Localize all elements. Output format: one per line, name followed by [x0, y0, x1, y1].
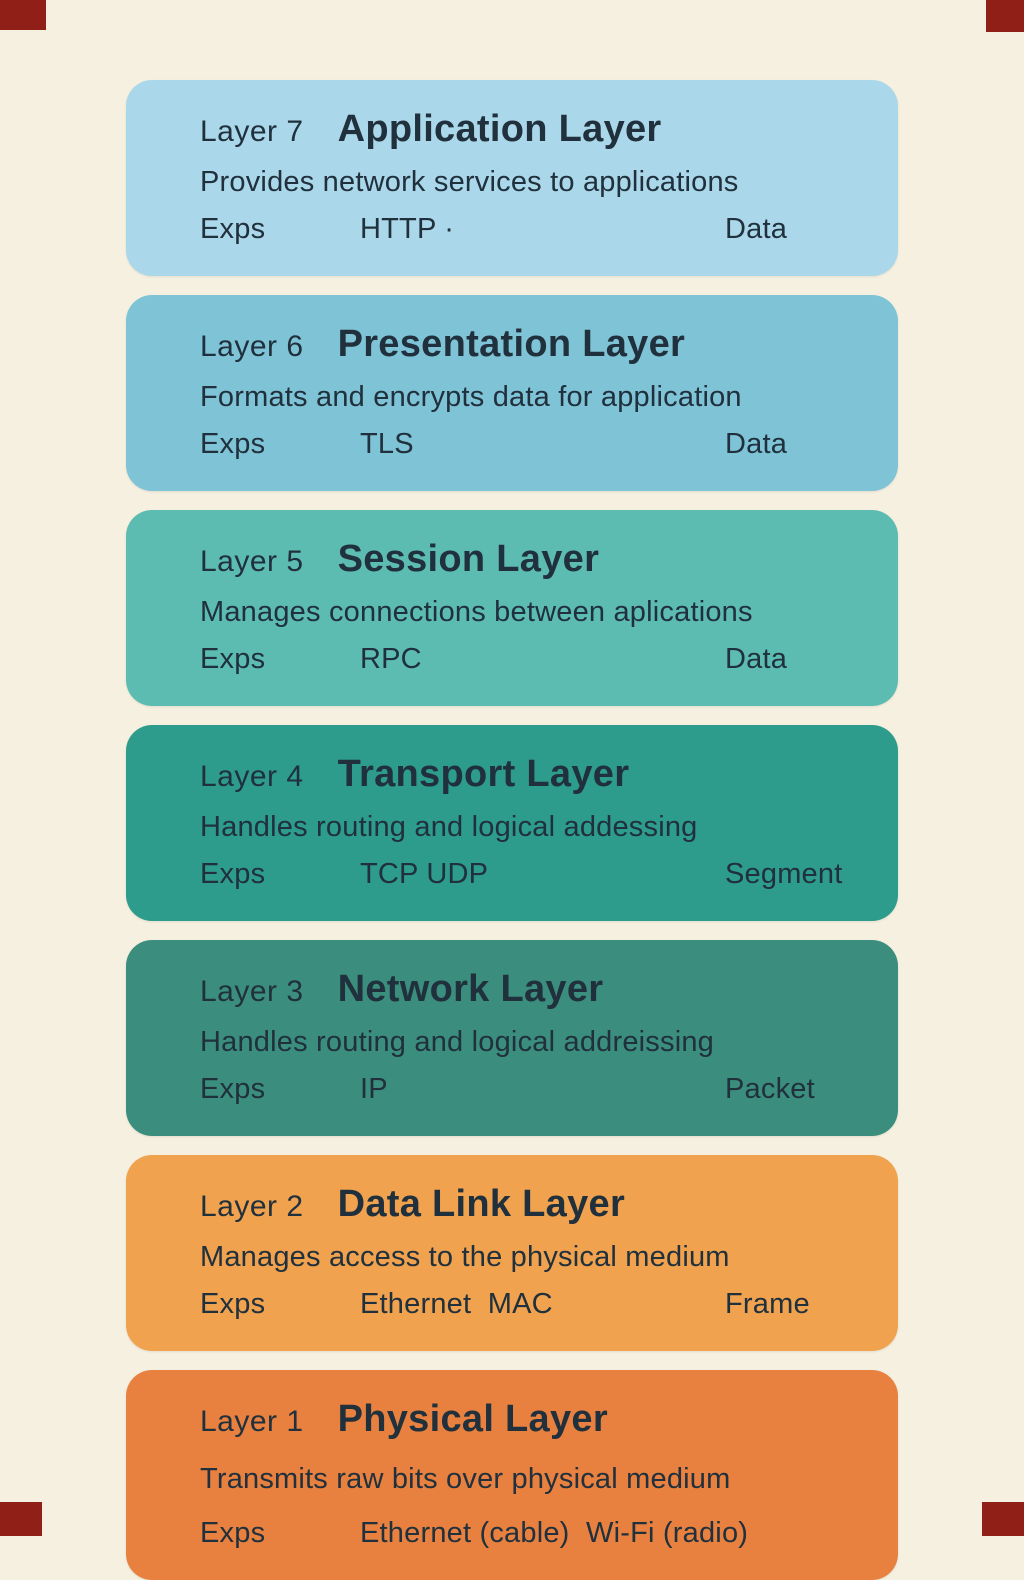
data-unit: Data	[725, 643, 788, 675]
osi-layer-card-1: Layer 1 Physical Layer Transmits raw bit…	[126, 1370, 898, 1580]
data-unit	[725, 1517, 858, 1550]
examples-value: Ethernet MAC	[360, 1288, 553, 1320]
examples-value: TLS	[360, 428, 414, 460]
layer-title: Physical Layer	[337, 1398, 608, 1440]
examples-value: IP	[360, 1073, 388, 1105]
examples-value: HTTP ·	[360, 213, 455, 245]
examples-label: Exps	[200, 858, 266, 890]
examples-value: Ethernet (cable) Wi-Fi (radio)	[360, 1517, 749, 1549]
osi-layer-card-3: Layer 3 Network Layer Handles routing an…	[126, 940, 898, 1136]
osi-layer-card-6: Layer 6 Presentation Layer Formats and e…	[126, 295, 898, 491]
examples-label: Exps	[200, 428, 266, 460]
layer-description: Formats and encrypts data for applicatio…	[200, 380, 742, 413]
layer-description: Transmits raw bits over physical medium	[200, 1462, 731, 1495]
layer-title: Application Layer	[337, 108, 662, 150]
layer-title: Session Layer	[337, 538, 600, 580]
data-unit: Data	[725, 213, 788, 245]
osi-layer-stack: Layer 7 Application Layer Provides netwo…	[126, 80, 898, 1580]
layer-description: Handles routing and logical addessing	[200, 810, 698, 843]
layer-number: Layer 5	[200, 545, 304, 578]
examples-label: Exps	[200, 1517, 266, 1549]
corner-registration-mark	[982, 1502, 1024, 1536]
corner-registration-mark	[0, 0, 46, 30]
layer-number: Layer 2	[200, 1190, 304, 1223]
layer-description: Manages access to the physical medium	[200, 1240, 730, 1273]
layer-number: Layer 1	[200, 1405, 304, 1438]
examples-label: Exps	[200, 1073, 266, 1105]
data-unit: Frame	[725, 1288, 810, 1320]
examples-label: Exps	[200, 213, 266, 245]
layer-number: Layer 6	[200, 330, 304, 363]
layer-number: Layer 4	[200, 760, 304, 793]
data-unit: Segment	[725, 858, 843, 890]
corner-registration-mark	[986, 0, 1024, 32]
layer-description: Manages connections between aplications	[200, 595, 753, 628]
data-unit: Data	[725, 428, 788, 460]
data-unit: Packet	[725, 1073, 815, 1105]
examples-label: Exps	[200, 1288, 266, 1320]
layer-title: Transport Layer	[337, 753, 630, 795]
layer-number: Layer 3	[200, 975, 304, 1008]
osi-layer-card-2: Layer 2 Data Link Layer Manages access t…	[126, 1155, 898, 1351]
layer-description: Provides network services to application…	[200, 165, 739, 198]
layer-description: Handles routing and logical addreissing	[200, 1025, 715, 1058]
osi-layer-card-5: Layer 5 Session Layer Manages connection…	[126, 510, 898, 706]
layer-number: Layer 7	[200, 115, 304, 148]
osi-layer-card-4: Layer 4 Transport Layer Handles routing …	[126, 725, 898, 921]
layer-title: Data Link Layer	[337, 1183, 626, 1225]
examples-value: RPC	[360, 643, 422, 675]
osi-layer-card-7: Layer 7 Application Layer Provides netwo…	[126, 80, 898, 276]
corner-registration-mark	[0, 1502, 42, 1536]
layer-title: Network Layer	[337, 968, 604, 1010]
examples-value: TCP UDP	[360, 858, 489, 890]
layer-title: Presentation Layer	[337, 323, 686, 365]
examples-label: Exps	[200, 643, 266, 675]
